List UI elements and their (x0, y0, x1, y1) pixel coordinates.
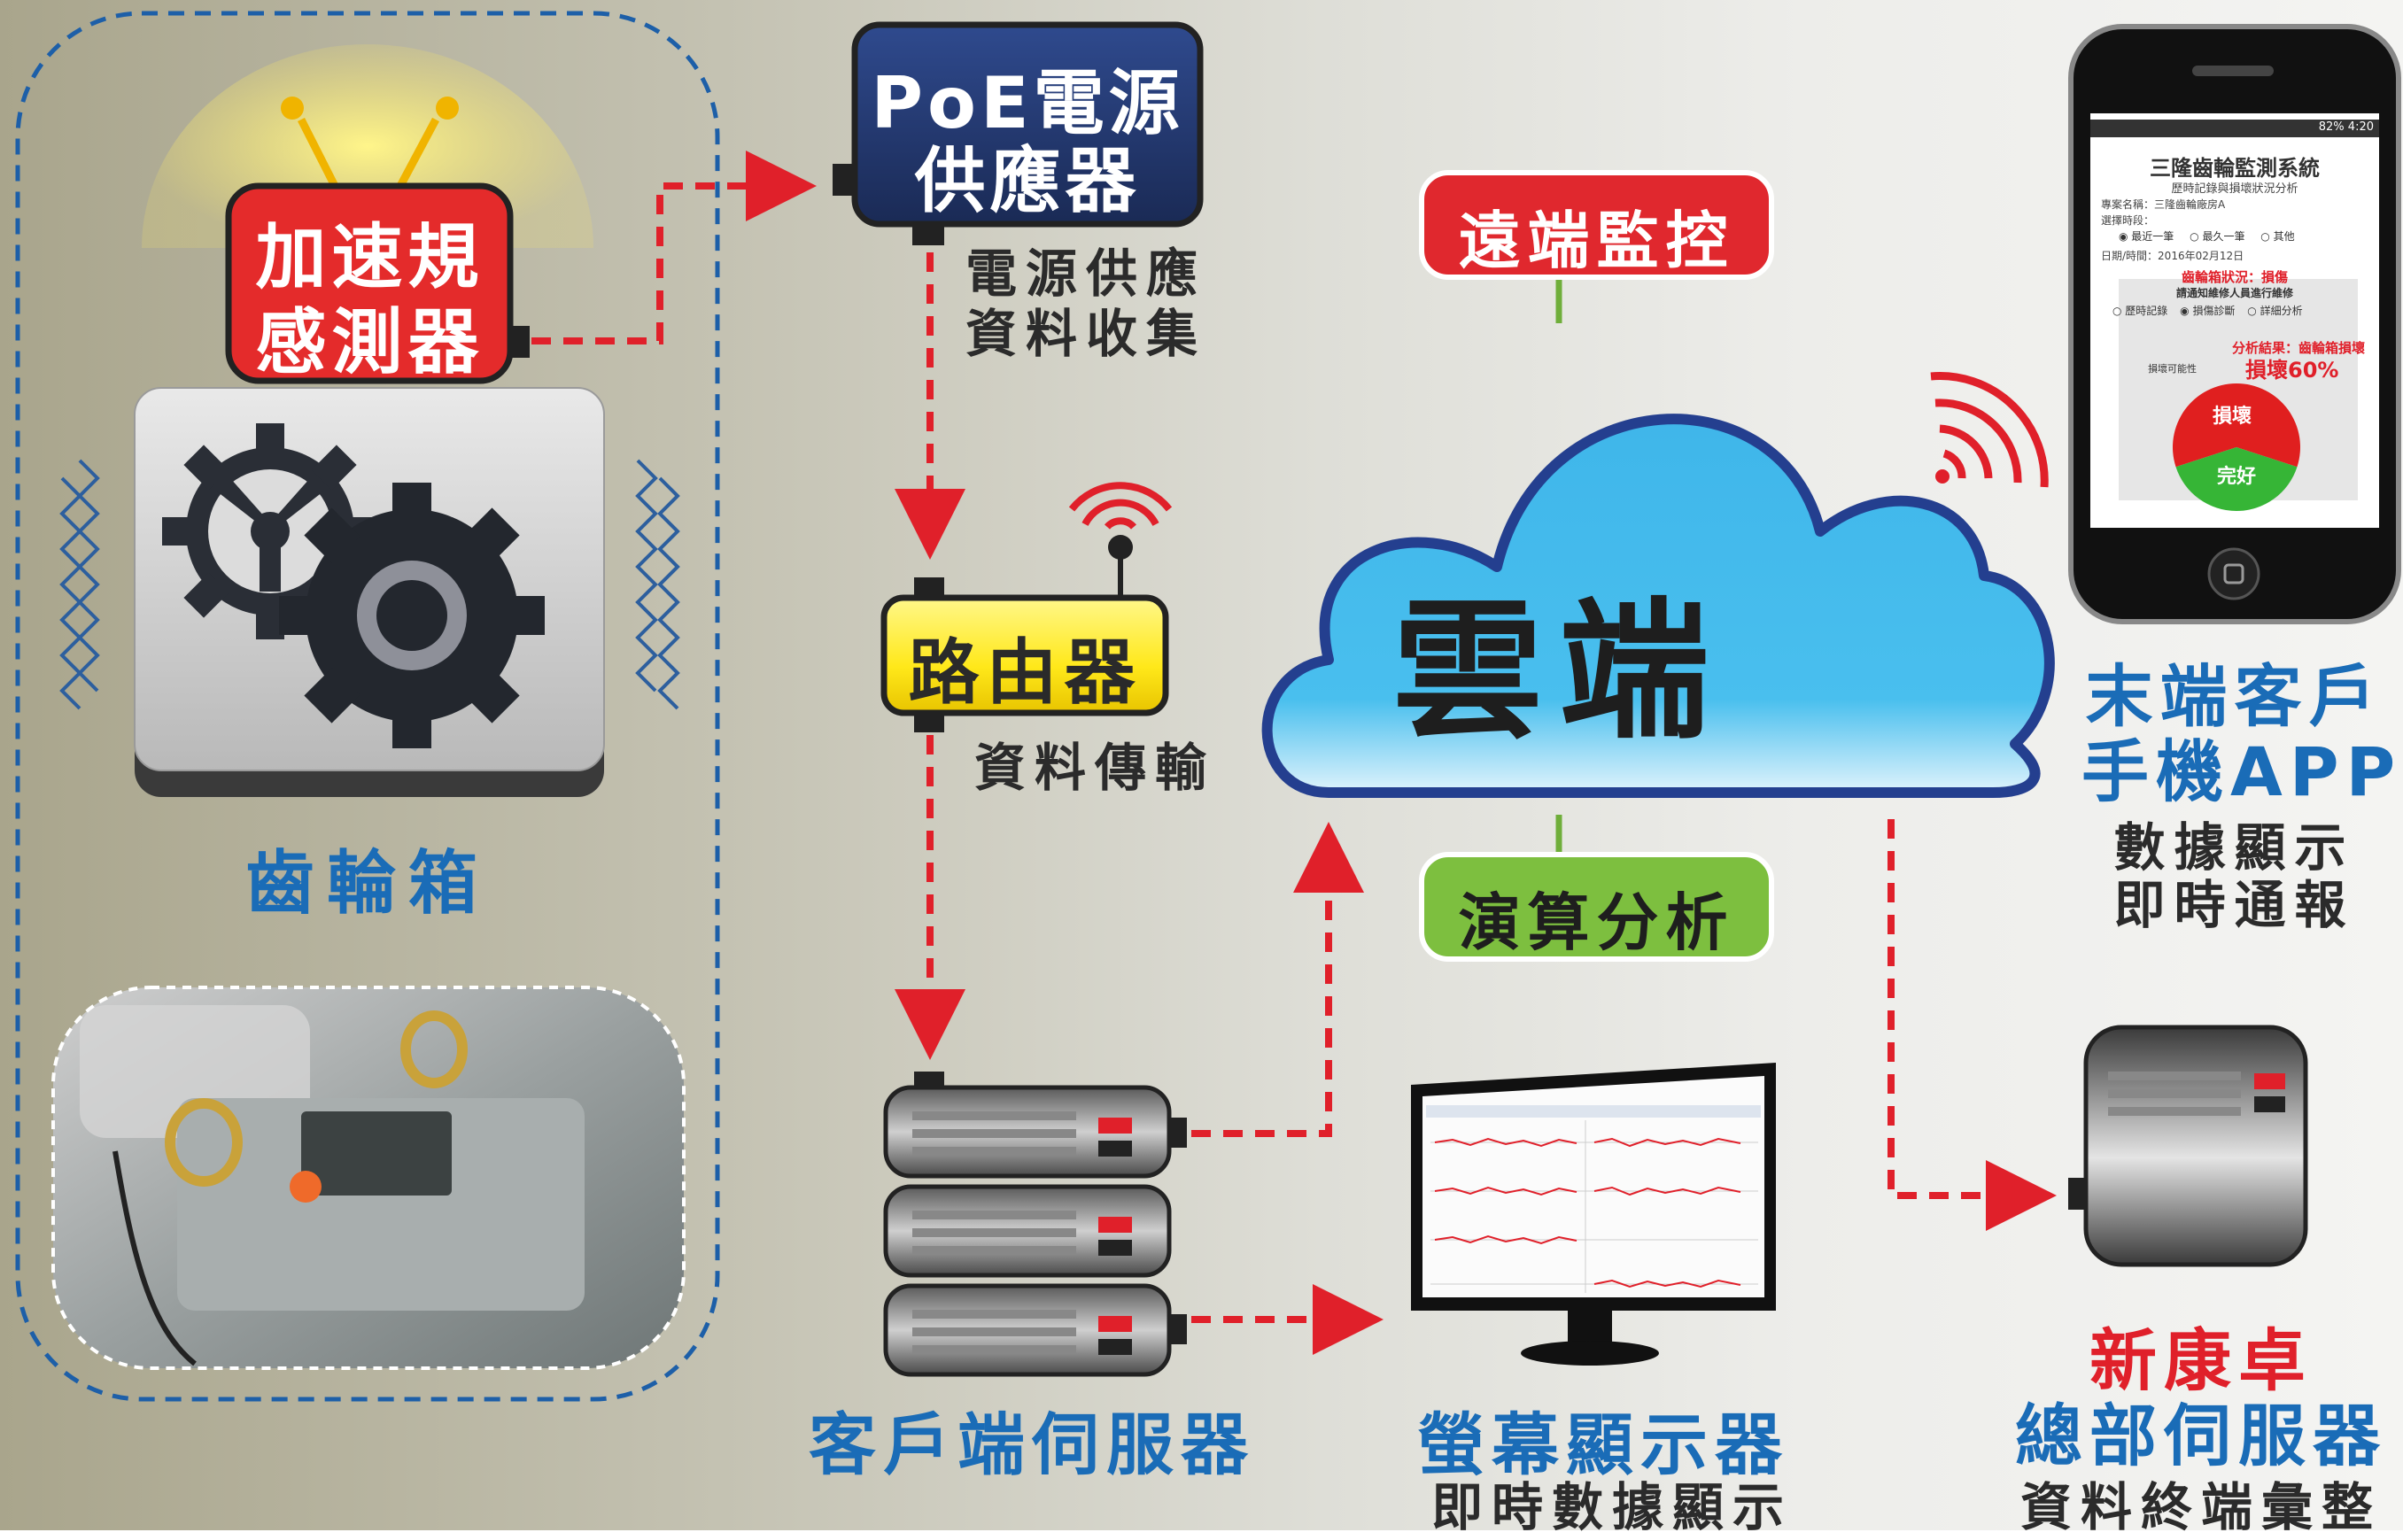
option-other-label: 其他 (2273, 230, 2295, 243)
gearbox-region-border (15, 11, 720, 1402)
pie-label-damaged: 損壞 (2213, 405, 2252, 428)
poe-box-line-2: 供應器 (914, 140, 1141, 222)
option-oldest-label: 最久一筆 (2202, 230, 2245, 243)
phone-label-line-2: 手機APP (2081, 732, 2403, 811)
phone-status-bar: 82% 4:20 (2318, 120, 2374, 134)
accelerometer-sensor-box (225, 182, 514, 384)
poe-desc-line-1: 電源供應 (965, 244, 1207, 304)
option-other[interactable]: ○ 其他 (2260, 230, 2295, 243)
wireless-signal-icon (1930, 372, 2049, 488)
phone-period-label: 選擇時段： (2101, 214, 2155, 227)
tab-history[interactable]: ○ 歷時記錄 (2112, 305, 2168, 317)
phone-desc-line-1: 數據顯示 (2113, 817, 2355, 878)
tab-diagnosis[interactable]: ◉ 損傷診斷 (2180, 305, 2236, 317)
arrow-cloud-to-hq (1888, 819, 2057, 1231)
client-server-label: 客戶端伺服器 (809, 1405, 1255, 1484)
phone-app-subtitle: 歷時記錄與損壞狀況分析 (2171, 182, 2298, 196)
hq-label-line-1: 新康卓 (2089, 1321, 2313, 1400)
gearbox-label: 齒輪箱 (244, 844, 490, 924)
phone-desc-line-2: 即時通報 (2113, 875, 2355, 935)
gearbox-photo (51, 986, 686, 1370)
flow-arrows (531, 151, 2057, 1355)
remote-monitor-label: 遠端監控 (1458, 205, 1735, 277)
hq-desc: 資料終端彙整 (2019, 1477, 2382, 1537)
phone-status-note: 請通知維修人員進行維修 (2175, 287, 2293, 299)
phone-date: 日期/時間：2016年02月12日 (2101, 250, 2244, 262)
pie-slice-damaged (2172, 383, 2300, 468)
router-box (880, 594, 1169, 716)
remote-monitor-badge (1419, 170, 1774, 280)
sensor-antenna-icon (281, 97, 459, 189)
wifi-antenna-icon (1068, 482, 1173, 530)
algorithm-badge (1419, 852, 1774, 962)
phone-status-title: 齒輪箱狀況：損傷 (2181, 269, 2288, 285)
arrow-sensor-to-poe (531, 151, 817, 344)
monitor-icon (1411, 1063, 1776, 1366)
phone-period-options: ◉ 最近一筆 ○ 最久一筆 ○ 其他 (2119, 228, 2295, 244)
option-oldest[interactable]: ○ 最久一筆 (2190, 230, 2245, 243)
option-latest[interactable]: ◉ 最近一筆 (2119, 230, 2174, 243)
phone-prob-label: 損壞可能性 (2148, 363, 2197, 375)
vibration-left-icon (77, 459, 100, 693)
phone-result: 分析結果：齒輪箱損壞 (2231, 340, 2365, 356)
option-latest-label: 最近一筆 (2131, 230, 2174, 243)
vibration-right-icon (635, 459, 658, 693)
algorithm-label: 演算分析 (1458, 886, 1735, 959)
tab-history-label: 歷時記錄 (2125, 305, 2168, 317)
poe-box-line-1: PoE電源 (871, 62, 1184, 144)
monitor-label: 螢幕顯示器 (1417, 1405, 1789, 1484)
phone-prob-value: 損壞60% (2245, 358, 2339, 383)
hq-server-icon (2068, 1025, 2308, 1267)
gears-icon (162, 423, 545, 748)
sensor-label-line-1: 加速規 (255, 216, 484, 298)
pie-label-good: 完好 (2217, 465, 2256, 488)
phone-tabs: ○ 歷時記錄 ◉ 損傷診斷 ○ 詳細分析 (2112, 303, 2303, 318)
tab-detail[interactable]: ○ 詳細分析 (2247, 305, 2303, 317)
phone-project: 專案名稱：三隆齒輪廠房A (2101, 198, 2226, 211)
hq-label-line-2: 總部伺服器 (2015, 1397, 2387, 1475)
arrow-server-to-cloud (1191, 822, 1364, 1137)
client-server-stack-icon (883, 1072, 1187, 1377)
phone-app-title: 三隆齒輪監測系統 (2150, 156, 2320, 181)
monitor-desc: 即時數據顯示 (1430, 1477, 1793, 1537)
pie-slice-good (2175, 447, 2298, 511)
cloud-label: 雲端 (1391, 584, 1725, 760)
router-desc: 資料傳輸 (974, 738, 1216, 798)
router-label: 路由器 (908, 631, 1143, 714)
cloud-icon (1261, 414, 2055, 798)
sensor-label-line-2: 感測器 (255, 301, 484, 383)
poe-power-supply-box (851, 21, 1204, 228)
phone-label-line-1: 末端客戶 (2085, 657, 2384, 736)
tab-detail-label: 詳細分析 (2260, 305, 2303, 317)
poe-desc-line-2: 資料收集 (965, 304, 1207, 364)
tab-diagnosis-label: 損傷診斷 (2192, 305, 2236, 317)
